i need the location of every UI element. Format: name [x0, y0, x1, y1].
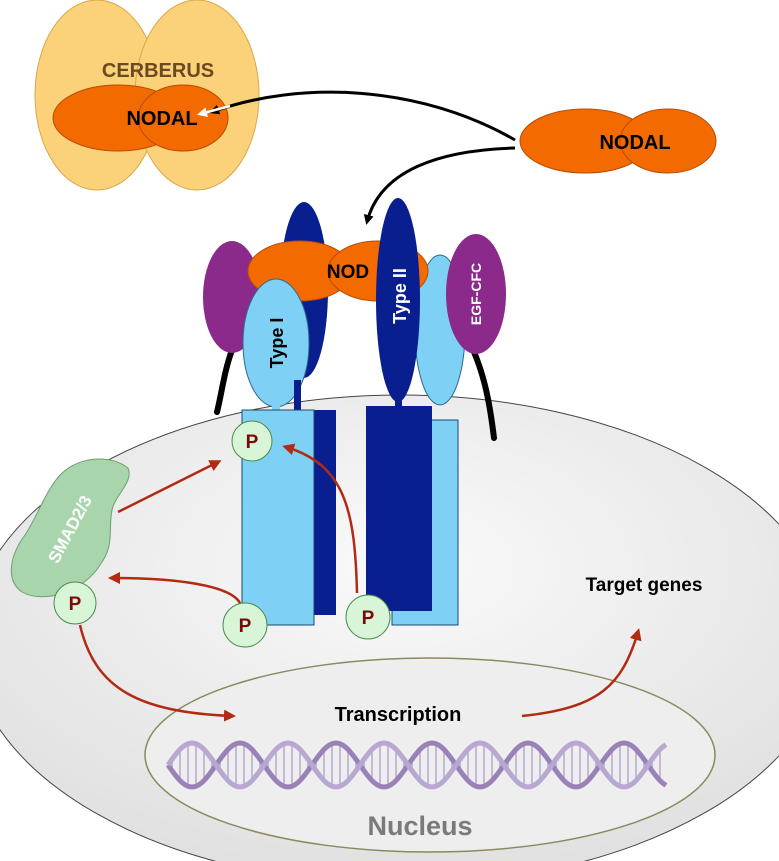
- type-one-label: Type I: [267, 318, 287, 369]
- egf-cfc-left-anchor: [214, 347, 235, 415]
- nodal-free: NODAL: [519, 108, 717, 174]
- transcription-label: Transcription: [335, 704, 462, 726]
- egf-cfc-right-anchor: [471, 349, 497, 441]
- type-two-receptor: [376, 198, 420, 402]
- cerberus-complex: CERBERUS NODAL: [34, 0, 260, 191]
- phospho-label: P: [362, 608, 375, 629]
- smad-protein: SMAD2/3: [10, 458, 130, 598]
- arrow-transcription-to-target: [521, 628, 642, 718]
- phospho-label: P: [239, 616, 252, 637]
- arrow-smad-to-p: [117, 460, 222, 514]
- smad-shape: [10, 458, 130, 598]
- type-two-stalk: [395, 398, 402, 410]
- cerberus-label: CERBERUS: [102, 60, 214, 82]
- phospho-type-one: P: [231, 420, 273, 462]
- type-two-kinase: [366, 406, 432, 611]
- dna-helix: [165, 740, 668, 790]
- nodal-bound-label: NODAL: [126, 108, 197, 130]
- type-one-stalk: [272, 398, 280, 412]
- type-two-label: Type II: [390, 268, 410, 324]
- receptor-complex: NOD Type I Type II EGF-CFC: [203, 198, 506, 626]
- arrow-to-cerberus-white-head: [197, 104, 231, 118]
- arrow-smad-to-nucleus: [78, 624, 236, 722]
- phospho-label: P: [246, 432, 259, 453]
- nodal-receptor-label: NOD: [327, 262, 369, 283]
- phospho-type-one-lower: P: [222, 602, 268, 648]
- dna-strand: [165, 740, 668, 790]
- arrow-p-to-smad-p: [108, 572, 242, 604]
- nodal-free-label: NODAL: [599, 132, 670, 154]
- phospho-label: P: [69, 594, 82, 615]
- arrow-to-receptor: [363, 146, 516, 225]
- phospho-type-two: P: [345, 594, 391, 640]
- arrow-to-cerberus: [209, 90, 516, 142]
- egf-cfc-label: EGF-CFC: [468, 263, 484, 325]
- nodal-free-right: [619, 108, 717, 174]
- egf-cfc-right: [446, 234, 506, 354]
- arrow-type-two-to-type-one: [282, 443, 359, 594]
- nodal-bound-right: [137, 84, 229, 152]
- target-genes-label: Target genes: [586, 575, 703, 596]
- phospho-smad: P: [53, 581, 97, 625]
- type-one-back-stalk: [294, 380, 301, 412]
- nucleus-label: Nucleus: [367, 811, 472, 841]
- dna-strand: [165, 740, 668, 790]
